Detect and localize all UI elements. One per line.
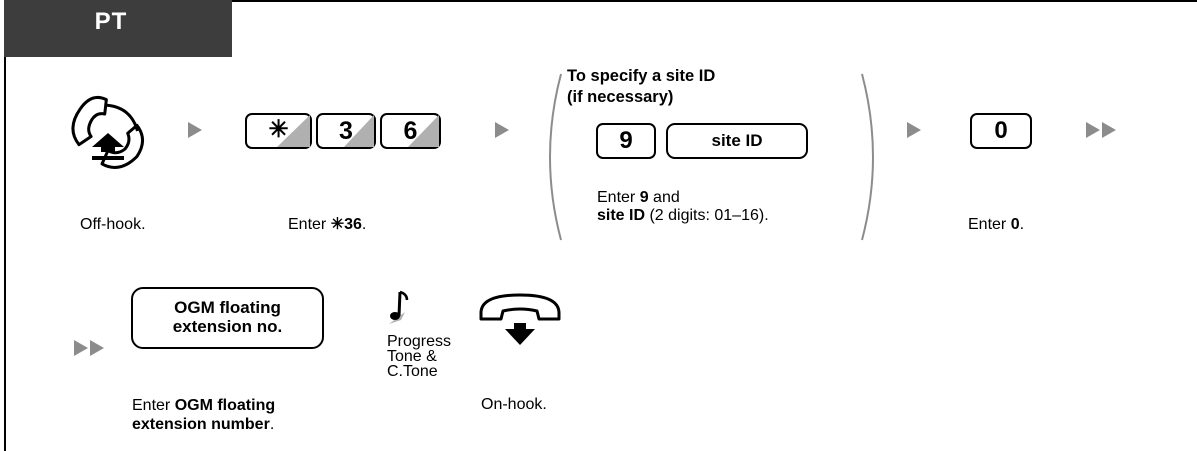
digit-0-key: 0 (970, 113, 1032, 149)
digit-6-key: 6 (380, 113, 441, 149)
digit-9-key-label: 9 (619, 127, 633, 154)
star-key: ✳ (245, 113, 312, 149)
optional-bracket-left (549, 73, 562, 241)
key-shade (277, 115, 310, 147)
key-shade (408, 115, 439, 147)
continue-arrow-2b (90, 340, 104, 356)
tone-line3: C.Tone (387, 363, 438, 380)
pt-tab: PT (4, 0, 232, 57)
enter-zero-prefix: Enter (968, 216, 1011, 233)
digit-9-key: 9 (596, 123, 656, 159)
enter-zero-value: 0 (1010, 216, 1020, 233)
site-desc-digits: (2 digits: 01–16). (645, 207, 769, 224)
on-hook-label: On-hook. (481, 396, 547, 413)
site-id-key-label: site ID (711, 131, 763, 150)
key-shade (344, 115, 374, 147)
ogm-entry-prefix: Enter (132, 397, 175, 414)
ogm-key-line2: extension no. (172, 317, 283, 336)
enter-zero-label: Enter 0. (968, 216, 1024, 234)
site-desc-prefix: Enter (597, 189, 640, 206)
tone-line1: Progress (387, 333, 452, 350)
tone-line2: Tone & (387, 348, 437, 365)
site-desc-nine: 9 (639, 189, 649, 206)
optional-bracket-right (861, 73, 874, 241)
music-note-icon (389, 290, 409, 324)
ogm-entry-bold-line2: extension number (132, 416, 270, 433)
off-hook-label: Off-hook. (80, 216, 146, 233)
step-arrow-2 (495, 122, 509, 138)
ogm-entry-bold-line1: OGM floating (174, 397, 276, 414)
feature-code-label: Enter ✳36. (288, 216, 366, 234)
site-id-heading: To specify a site ID (if necessary) (567, 66, 715, 108)
ogm-entry-suffix: . (269, 416, 275, 433)
site-id-heading-line1: To specify a site ID (567, 67, 716, 85)
diagram-frame (4, 0, 1197, 451)
feature-code-prefix: Enter (288, 216, 331, 233)
feature-code-suffix: . (361, 216, 367, 233)
ogm-entry-label: Enter OGM floating extension number. (132, 396, 275, 434)
enter-zero-suffix: . (1019, 216, 1025, 233)
feature-code-value: ✳36 (330, 216, 362, 233)
site-desc-site-id: site ID (597, 207, 646, 224)
site-id-description: Enter 9 and site ID (2 digits: 01–16). (597, 189, 769, 225)
continue-arrow-1a (1086, 122, 1100, 138)
progress-tone-label: Progress Tone & C.Tone (387, 333, 452, 380)
digit-3-key: 3 (316, 113, 376, 149)
on-hook-handset-icon (479, 293, 561, 345)
step-arrow-3 (907, 122, 921, 138)
ogm-extension-key: OGM floating extension no. (131, 287, 324, 349)
site-desc-and: and (648, 189, 680, 206)
star-key-label: ✳ (268, 116, 289, 143)
site-id-heading-line2: (if necessary) (567, 88, 674, 106)
digit-3-key-label: 3 (339, 117, 353, 145)
digit-6-key-label: 6 (403, 117, 418, 145)
off-hook-handset-icon (71, 96, 145, 169)
continue-arrow-2a (74, 340, 88, 356)
continue-arrow-1b (1102, 122, 1116, 138)
site-id-key: site ID (666, 123, 808, 159)
ogm-key-line1: OGM floating (174, 298, 281, 317)
step-arrow-1 (188, 122, 202, 138)
digit-0-key-label: 0 (994, 117, 1008, 144)
